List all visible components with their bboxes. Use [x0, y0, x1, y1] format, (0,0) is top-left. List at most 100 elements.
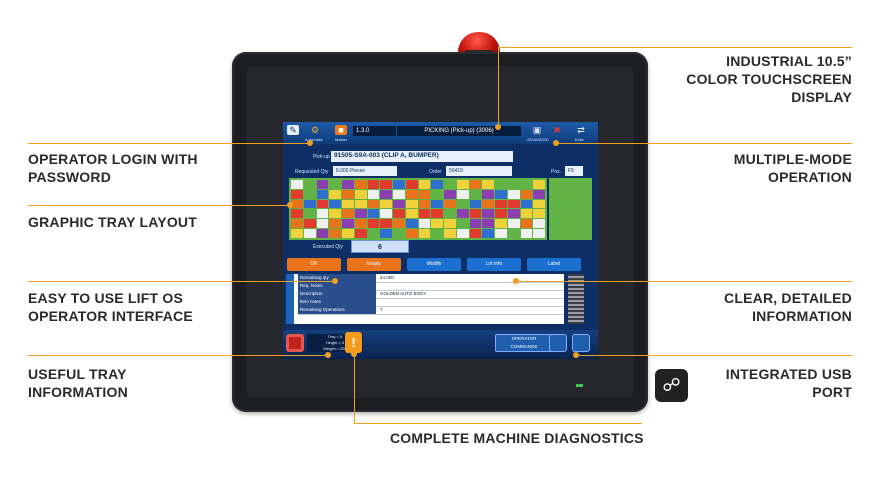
label-button[interactable]: Label: [527, 258, 581, 271]
tray-cell[interactable]: [316, 229, 329, 238]
tray-cell[interactable]: [342, 229, 354, 238]
tray-cell[interactable]: [329, 219, 341, 229]
stop-icon[interactable]: [286, 334, 304, 352]
operator-commands-button[interactable]: OPERATOR COMMANDS: [495, 334, 553, 352]
tray-cell[interactable]: [444, 199, 456, 209]
tray-cell[interactable]: [431, 229, 443, 238]
tray-cell[interactable]: [444, 180, 456, 189]
modify-button[interactable]: Modify: [407, 258, 461, 271]
trash-icon[interactable]: ▣: [532, 125, 542, 135]
tray-cell[interactable]: [367, 199, 380, 209]
tray-cell[interactable]: [380, 209, 392, 219]
tray-cell[interactable]: [329, 180, 341, 189]
tray-cell[interactable]: [354, 229, 367, 238]
tray-cell[interactable]: [354, 199, 367, 209]
tray-cell[interactable]: [329, 199, 341, 209]
tray-cell[interactable]: [342, 219, 354, 229]
tray-cell[interactable]: [456, 209, 469, 219]
gear-icon[interactable]: ⚙: [310, 125, 320, 135]
tray-cell[interactable]: [342, 189, 354, 199]
tray-cell[interactable]: [418, 180, 431, 189]
tray-cell[interactable]: [431, 209, 443, 219]
tray-cell[interactable]: [380, 180, 392, 189]
tray-cell[interactable]: [405, 229, 418, 238]
tray-cell[interactable]: [291, 209, 303, 219]
tray-cell[interactable]: [291, 180, 303, 189]
tray-cell[interactable]: [418, 219, 431, 229]
tray-cell[interactable]: [380, 219, 392, 229]
lot-info-button[interactable]: Lot Info: [467, 258, 521, 271]
tray-cell[interactable]: [444, 229, 456, 238]
empty-button[interactable]: Empty: [347, 258, 401, 271]
tray-cell[interactable]: [329, 189, 341, 199]
tray-cell[interactable]: [444, 189, 456, 199]
tray-cell[interactable]: [456, 180, 469, 189]
tray-cell[interactable]: [367, 180, 380, 189]
tray-cell[interactable]: [469, 199, 482, 209]
tray-cell[interactable]: [431, 199, 443, 209]
tray-cell[interactable]: [342, 180, 354, 189]
tray-cell[interactable]: [367, 189, 380, 199]
tray-cell[interactable]: [507, 180, 520, 189]
tray-cell[interactable]: [380, 229, 392, 238]
tray-cell[interactable]: [303, 209, 316, 219]
tray-cell[interactable]: [367, 209, 380, 219]
tray-cell[interactable]: [291, 199, 303, 209]
tray-cell[interactable]: [520, 189, 533, 199]
ok-button[interactable]: OK: [287, 258, 341, 271]
tray-cell[interactable]: [495, 199, 507, 209]
tray-cell[interactable]: [291, 219, 303, 229]
tray-cell[interactable]: [482, 229, 494, 238]
tray-cell[interactable]: [431, 189, 443, 199]
tray-cell[interactable]: [533, 209, 545, 219]
tray-cell[interactable]: [495, 229, 507, 238]
tray-cell[interactable]: [456, 219, 469, 229]
tray-cell[interactable]: [520, 229, 533, 238]
tray-cell[interactable]: [393, 219, 405, 229]
tray-cell[interactable]: [354, 219, 367, 229]
tray-cell[interactable]: [507, 189, 520, 199]
tray-cell[interactable]: [291, 229, 303, 238]
tray-cell[interactable]: [393, 229, 405, 238]
tray-cell[interactable]: [303, 180, 316, 189]
mode-icon[interactable]: ■: [335, 125, 347, 135]
tray-cell[interactable]: [380, 189, 392, 199]
tray-cell[interactable]: [393, 189, 405, 199]
tray-cell[interactable]: [291, 189, 303, 199]
tray-cell[interactable]: [507, 209, 520, 219]
tray-cell[interactable]: [520, 209, 533, 219]
tray-cell[interactable]: [456, 229, 469, 238]
tray-cell[interactable]: [431, 219, 443, 229]
tray-cell[interactable]: [495, 180, 507, 189]
tray-cell[interactable]: [303, 189, 316, 199]
tray-cell[interactable]: [405, 180, 418, 189]
tray-cell[interactable]: [482, 209, 494, 219]
tray-cell[interactable]: [469, 189, 482, 199]
tray-layout-grid[interactable]: [289, 178, 547, 240]
tray-cell[interactable]: [405, 209, 418, 219]
tray-cell[interactable]: [482, 199, 494, 209]
tray-cell[interactable]: [469, 209, 482, 219]
stop-icon[interactable]: ✖: [553, 125, 561, 135]
tray-cell[interactable]: [418, 189, 431, 199]
info-scrollbar[interactable]: [568, 274, 584, 324]
tray-cell[interactable]: [444, 209, 456, 219]
tray-cell[interactable]: [456, 189, 469, 199]
tray-cell[interactable]: [316, 209, 329, 219]
tray-cell[interactable]: [316, 219, 329, 229]
tray-cell[interactable]: [520, 199, 533, 209]
tray-cell[interactable]: [520, 180, 533, 189]
tray-cell[interactable]: [393, 199, 405, 209]
tray-cell[interactable]: [495, 189, 507, 199]
tray-cell[interactable]: [533, 229, 545, 238]
tray-cell[interactable]: [393, 180, 405, 189]
home-icon[interactable]: [572, 334, 590, 352]
tray-cell[interactable]: [533, 189, 545, 199]
tray-cell[interactable]: [342, 199, 354, 209]
tray-cell[interactable]: [469, 219, 482, 229]
tray-cell[interactable]: [469, 180, 482, 189]
tray-cell[interactable]: [469, 229, 482, 238]
tray-cell[interactable]: [405, 199, 418, 209]
tray-cell[interactable]: [507, 229, 520, 238]
tray-cell[interactable]: [482, 189, 494, 199]
